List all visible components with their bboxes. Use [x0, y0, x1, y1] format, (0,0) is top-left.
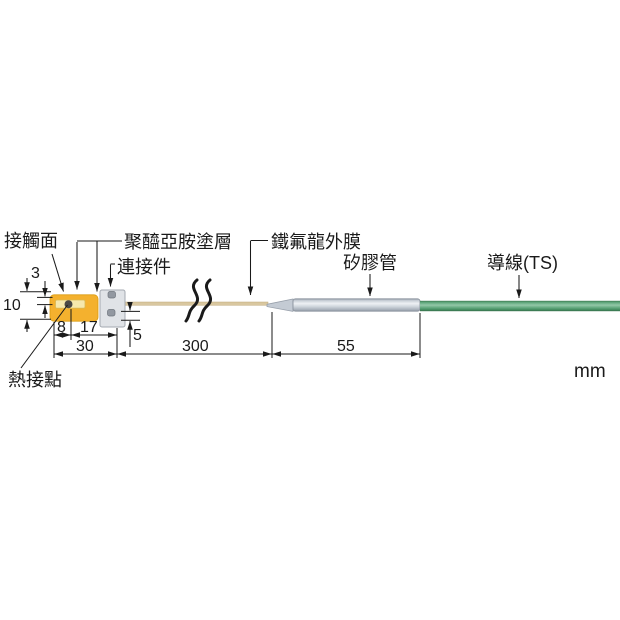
label-contact-surface: 接觸面 [4, 231, 58, 251]
leader-lines [20, 239, 522, 369]
text-labels: 接觸面 聚醯亞胺塗層 連接件 鐵氟龍外膜 矽膠管 導線(TS) 熱接點 mm 3… [3, 231, 606, 390]
dim-text-3: 3 [31, 265, 40, 282]
leader-hot-junction [20, 304, 68, 369]
probe-device [49, 278, 620, 328]
label-polyimide-coating: 聚醯亞胺塗層 [124, 231, 232, 252]
label-hot-junction: 熱接點 [8, 370, 62, 390]
label-teflon-film: 鐵氟龍外膜 [271, 232, 361, 252]
dim-text-5: 5 [133, 327, 142, 344]
rivet-bottom [107, 309, 116, 317]
label-unit-mm: mm [574, 361, 606, 382]
dim-text-300: 300 [182, 338, 209, 355]
leader-contact-surface [51, 253, 65, 292]
break-squiggle-left [184, 278, 200, 323]
label-lead-wire: 導線(TS) [487, 253, 558, 273]
dimension-lines [20, 278, 421, 358]
rivet-top [107, 291, 116, 299]
lead-cable [420, 300, 620, 312]
connector-block [99, 289, 126, 328]
dim-text-55: 55 [337, 338, 355, 355]
dim-text-10: 10 [3, 297, 21, 314]
dim-text-17: 17 [80, 319, 98, 336]
break-symbol [184, 278, 213, 323]
dim-text-30: 30 [76, 338, 94, 355]
dim-text-8: 8 [57, 319, 66, 336]
label-silicone-tube: 矽膠管 [343, 253, 397, 273]
break-squiggle-right [197, 278, 213, 323]
silicone-tube [292, 298, 421, 312]
silicone-tube-taper [266, 298, 294, 312]
label-connector: 連接件 [117, 257, 171, 277]
